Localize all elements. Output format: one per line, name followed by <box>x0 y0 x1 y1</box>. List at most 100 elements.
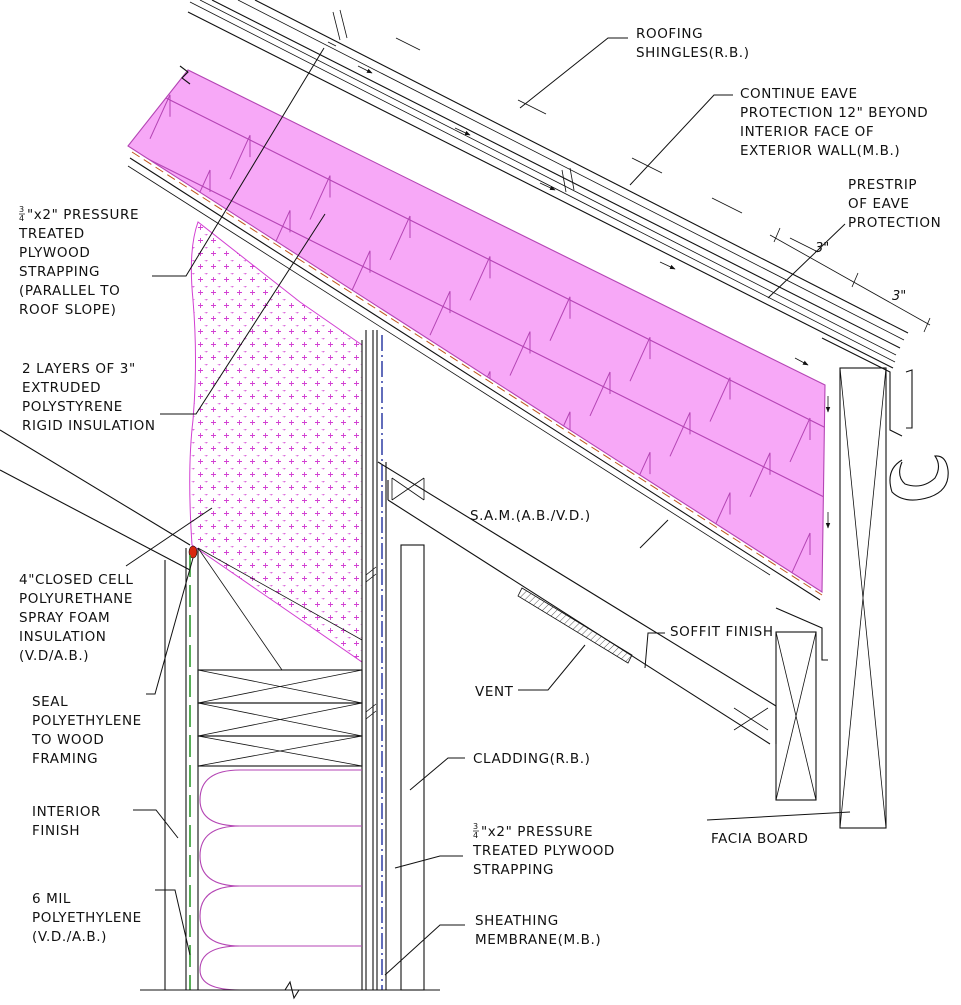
svg-text:SOFFIT FINISH: SOFFIT FINISH <box>670 624 774 640</box>
roof-line-4 <box>199 0 897 356</box>
svg-text:4: 4 <box>473 831 478 840</box>
insulation-joint <box>229 134 251 180</box>
svg-text:INSULATION: INSULATION <box>19 629 107 645</box>
label-interior-finish: INTERIOR FINISH <box>32 804 101 839</box>
svg-text:(PARALLEL TO: (PARALLEL TO <box>19 283 120 299</box>
insulation-joint <box>589 486 611 532</box>
svg-text:INTERIOR: INTERIOR <box>32 804 101 820</box>
svg-text:STRAPPING: STRAPPING <box>473 862 554 878</box>
svg-text:CONTINUE EAVE: CONTINUE EAVE <box>740 86 858 102</box>
svg-text:(V.D./A.B.): (V.D./A.B.) <box>32 929 107 945</box>
insulation-joint <box>149 209 171 254</box>
roof-line-2 <box>237 0 905 341</box>
insulation-joint <box>469 256 491 301</box>
insulation-joint <box>589 371 611 417</box>
svg-text:EXTRUDED: EXTRUDED <box>22 380 101 396</box>
label-cladding: CLADDING(R.B.) <box>473 751 590 767</box>
roof-strapping-blocks <box>332 9 575 193</box>
leader-lines <box>125 37 851 976</box>
svg-text:PROTECTION: PROTECTION <box>848 215 941 231</box>
insulation-joint <box>629 336 651 382</box>
svg-text:6 MIL: 6 MIL <box>32 891 71 907</box>
svg-text:EXTERIOR WALL(M.B.): EXTERIOR WALL(M.B.) <box>740 143 900 159</box>
break-line-top <box>179 65 191 85</box>
under-insulation-line <box>129 157 821 601</box>
shingle-laps <box>395 37 819 253</box>
insulation-joint <box>749 452 771 497</box>
dimension-a: 3" <box>815 241 829 256</box>
svg-text:ROOF SLOPE): ROOF SLOPE) <box>19 302 116 318</box>
svg-text:STRAPPING: STRAPPING <box>19 264 100 280</box>
under-insulation-line-2 <box>127 165 771 576</box>
svg-text:MEMBRANE(M.B.): MEMBRANE(M.B.) <box>475 932 601 948</box>
svg-text:SHINGLES(R.B.): SHINGLES(R.B.) <box>636 45 750 61</box>
svg-text:PROTECTION 12" BEYOND: PROTECTION 12" BEYOND <box>740 105 928 121</box>
insulation-joint <box>429 290 451 336</box>
rigid-insulation <box>127 65 826 601</box>
insulation-joint <box>549 296 571 341</box>
svg-text:FACIA BOARD: FACIA BOARD <box>711 831 808 847</box>
label-spray-foam: 4"CLOSED CELL POLYURETHANE SPRAY FOAM IN… <box>19 572 133 664</box>
roof-line-6 <box>187 11 894 369</box>
svg-text:VENT: VENT <box>475 684 514 700</box>
svg-text:POLYURETHANE: POLYURETHANE <box>19 591 133 607</box>
insulation-joint <box>509 446 531 491</box>
svg-text:SEAL: SEAL <box>32 694 68 710</box>
svg-text:RIGID INSULATION: RIGID INSULATION <box>22 418 156 434</box>
insulation-joint <box>789 532 811 578</box>
svg-text:4: 4 <box>19 214 24 223</box>
svg-text:SPRAY FOAM: SPRAY FOAM <box>19 610 110 626</box>
sam-line <box>131 151 823 596</box>
insulation-joint <box>709 377 731 422</box>
soffit-vent <box>517 587 633 664</box>
label-roofing-shingles: ROOFING SHINGLES(R.B.) <box>636 26 750 61</box>
label-wall-strapping: 3 4 "x2" PRESSURE TREATED PLYWOOD STRAPP… <box>472 822 615 878</box>
roof-assembly <box>187 0 909 529</box>
svg-text:FRAMING: FRAMING <box>32 751 98 767</box>
svg-text:INTERIOR FACE OF: INTERIOR FACE OF <box>740 124 874 140</box>
facia-assembly <box>775 337 949 829</box>
svg-text:"x2" PRESSURE: "x2" PRESSURE <box>481 824 593 840</box>
svg-text:PRESTRIP: PRESTRIP <box>848 177 917 193</box>
svg-text:OF EAVE: OF EAVE <box>848 196 910 212</box>
insulation-joint <box>669 527 691 572</box>
label-facia-board: FACIA BOARD <box>711 831 808 847</box>
insulation-joint <box>429 405 451 451</box>
svg-text:TREATED PLYWOOD: TREATED PLYWOOD <box>472 843 615 859</box>
insulation-joint <box>669 412 691 457</box>
insulation-joint <box>509 331 531 376</box>
svg-text:2 LAYERS OF 3": 2 LAYERS OF 3" <box>22 361 136 377</box>
drainage-arrows <box>327 41 831 529</box>
label-soffit-finish: SOFFIT FINISH <box>670 624 774 640</box>
spray-foam <box>188 221 363 663</box>
svg-text:ROOFING: ROOFING <box>636 26 703 42</box>
svg-text:3: 3 <box>473 822 478 831</box>
dimension-b: 3" <box>892 289 906 304</box>
insulation-joint <box>389 330 411 376</box>
insulation-joint <box>789 417 811 463</box>
svg-text:SHEATHING: SHEATHING <box>475 913 559 929</box>
facia-board <box>839 367 887 829</box>
rigid-insulation-fill <box>128 70 825 592</box>
insulation-joint <box>389 215 411 261</box>
rigid-insulation-outline <box>127 69 826 593</box>
svg-text:FINISH: FINISH <box>32 823 80 839</box>
label-vent: VENT <box>475 684 514 700</box>
exterior-wall <box>140 330 440 1000</box>
ceiling-rafter-lines <box>0 429 191 571</box>
label-seal-poly: SEAL POLYETHYLENE TO WOOD FRAMING <box>31 694 142 767</box>
svg-text:POLYETHYLENE: POLYETHYLENE <box>32 910 142 926</box>
insulation-joint <box>749 567 771 592</box>
svg-text:"x2" PRESSURE: "x2" PRESSURE <box>27 207 139 223</box>
batt-insulation <box>199 769 362 991</box>
label-rigid-insulation: 2 LAYERS OF 3" EXTRUDED POLYSTYRENE RIGI… <box>22 361 156 434</box>
label-6mil-poly: 6 MIL POLYETHYLENE (V.D./A.B.) <box>32 891 142 945</box>
svg-text:3: 3 <box>19 205 24 214</box>
svg-text:TREATED: TREATED <box>18 226 85 242</box>
dimension-lines: 3" 3" <box>769 227 931 333</box>
svg-text:TO WOOD: TO WOOD <box>31 732 104 748</box>
svg-text:S.A.M.(A.B./V.D.): S.A.M.(A.B./V.D.) <box>470 508 591 524</box>
cladding <box>400 544 425 991</box>
svg-text:POLYETHYLENE: POLYETHYLENE <box>32 713 142 729</box>
